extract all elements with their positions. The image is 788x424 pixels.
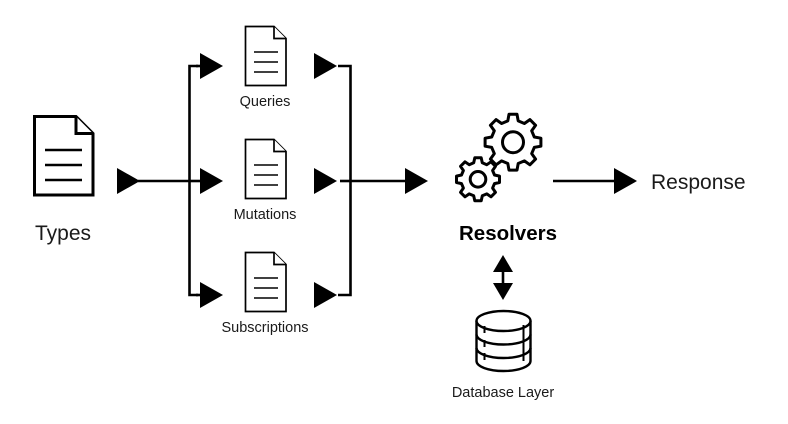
document-icon-types xyxy=(33,115,95,197)
arrowhead-up-icon xyxy=(493,255,513,272)
connector-fanout-to-subscriptions xyxy=(196,282,223,308)
operations-fanout-bracket xyxy=(188,53,223,308)
node-types[interactable]: Types xyxy=(33,115,95,246)
db-top xyxy=(475,309,532,333)
document-body xyxy=(33,115,95,197)
node-label-types: Types xyxy=(35,222,91,245)
arrowhead-right-icon xyxy=(117,168,140,194)
node-label-queries: Queries xyxy=(240,94,291,110)
document-icon-mutations xyxy=(244,138,287,200)
connector-resolvers-to-database xyxy=(493,255,513,300)
node-mutations[interactable]: Mutations xyxy=(234,138,297,224)
arrowhead-right-icon xyxy=(614,168,637,194)
arrowhead-right-icon xyxy=(314,168,337,194)
gear-large-icon xyxy=(483,112,543,172)
node-subscriptions[interactable]: Subscriptions xyxy=(221,251,309,337)
arrowhead-right-icon xyxy=(200,53,223,79)
gear-large-hub xyxy=(501,130,525,155)
gear-small-hub xyxy=(468,170,488,189)
node-label-response: Response xyxy=(651,171,746,194)
connector-subscriptions-to-merge xyxy=(314,282,337,308)
node-label-subscriptions: Subscriptions xyxy=(221,320,308,336)
document-body xyxy=(244,251,287,313)
connector-mutations-to-merge xyxy=(314,168,337,194)
node-label-database: Database Layer xyxy=(452,385,555,401)
arrowhead-down-icon xyxy=(493,283,513,300)
connector-queries-to-merge xyxy=(314,53,337,79)
node-resolvers[interactable]: Resolvers xyxy=(455,112,558,245)
connector-resolvers-to-response xyxy=(553,168,637,194)
gear-small-icon xyxy=(455,156,501,203)
database-cylinder-icon xyxy=(475,309,532,373)
connector-merge-to-resolvers xyxy=(350,168,428,194)
document-icon-queries xyxy=(244,25,287,87)
connector-fanout-to-queries xyxy=(196,53,223,79)
document-body xyxy=(244,25,287,87)
arrowhead-right-icon xyxy=(405,168,428,194)
arrowhead-right-icon xyxy=(200,282,223,308)
gears-icon xyxy=(455,112,543,203)
db-band-divider xyxy=(475,347,532,360)
db-body xyxy=(475,319,532,373)
document-icon-subscriptions xyxy=(244,251,287,313)
node-queries[interactable]: Queries xyxy=(240,25,291,111)
document-fold xyxy=(273,252,286,266)
document-fold xyxy=(273,139,286,153)
node-database[interactable]: Database Layer xyxy=(452,309,555,401)
document-body xyxy=(244,138,287,200)
document-fold xyxy=(74,116,93,135)
connector-fanout-to-mutations xyxy=(200,168,223,194)
operations-merge-bracket xyxy=(314,53,352,308)
db-band-divider xyxy=(475,334,532,346)
node-response[interactable]: Response xyxy=(651,171,746,194)
document-fold xyxy=(273,26,286,40)
arrowhead-right-icon xyxy=(200,168,223,194)
arrowhead-right-icon xyxy=(314,282,337,308)
node-label-mutations: Mutations xyxy=(234,207,297,223)
arrowhead-right-icon xyxy=(314,53,337,79)
connector-types-to-fanout xyxy=(117,168,190,194)
node-label-resolvers: Resolvers xyxy=(459,222,557,245)
